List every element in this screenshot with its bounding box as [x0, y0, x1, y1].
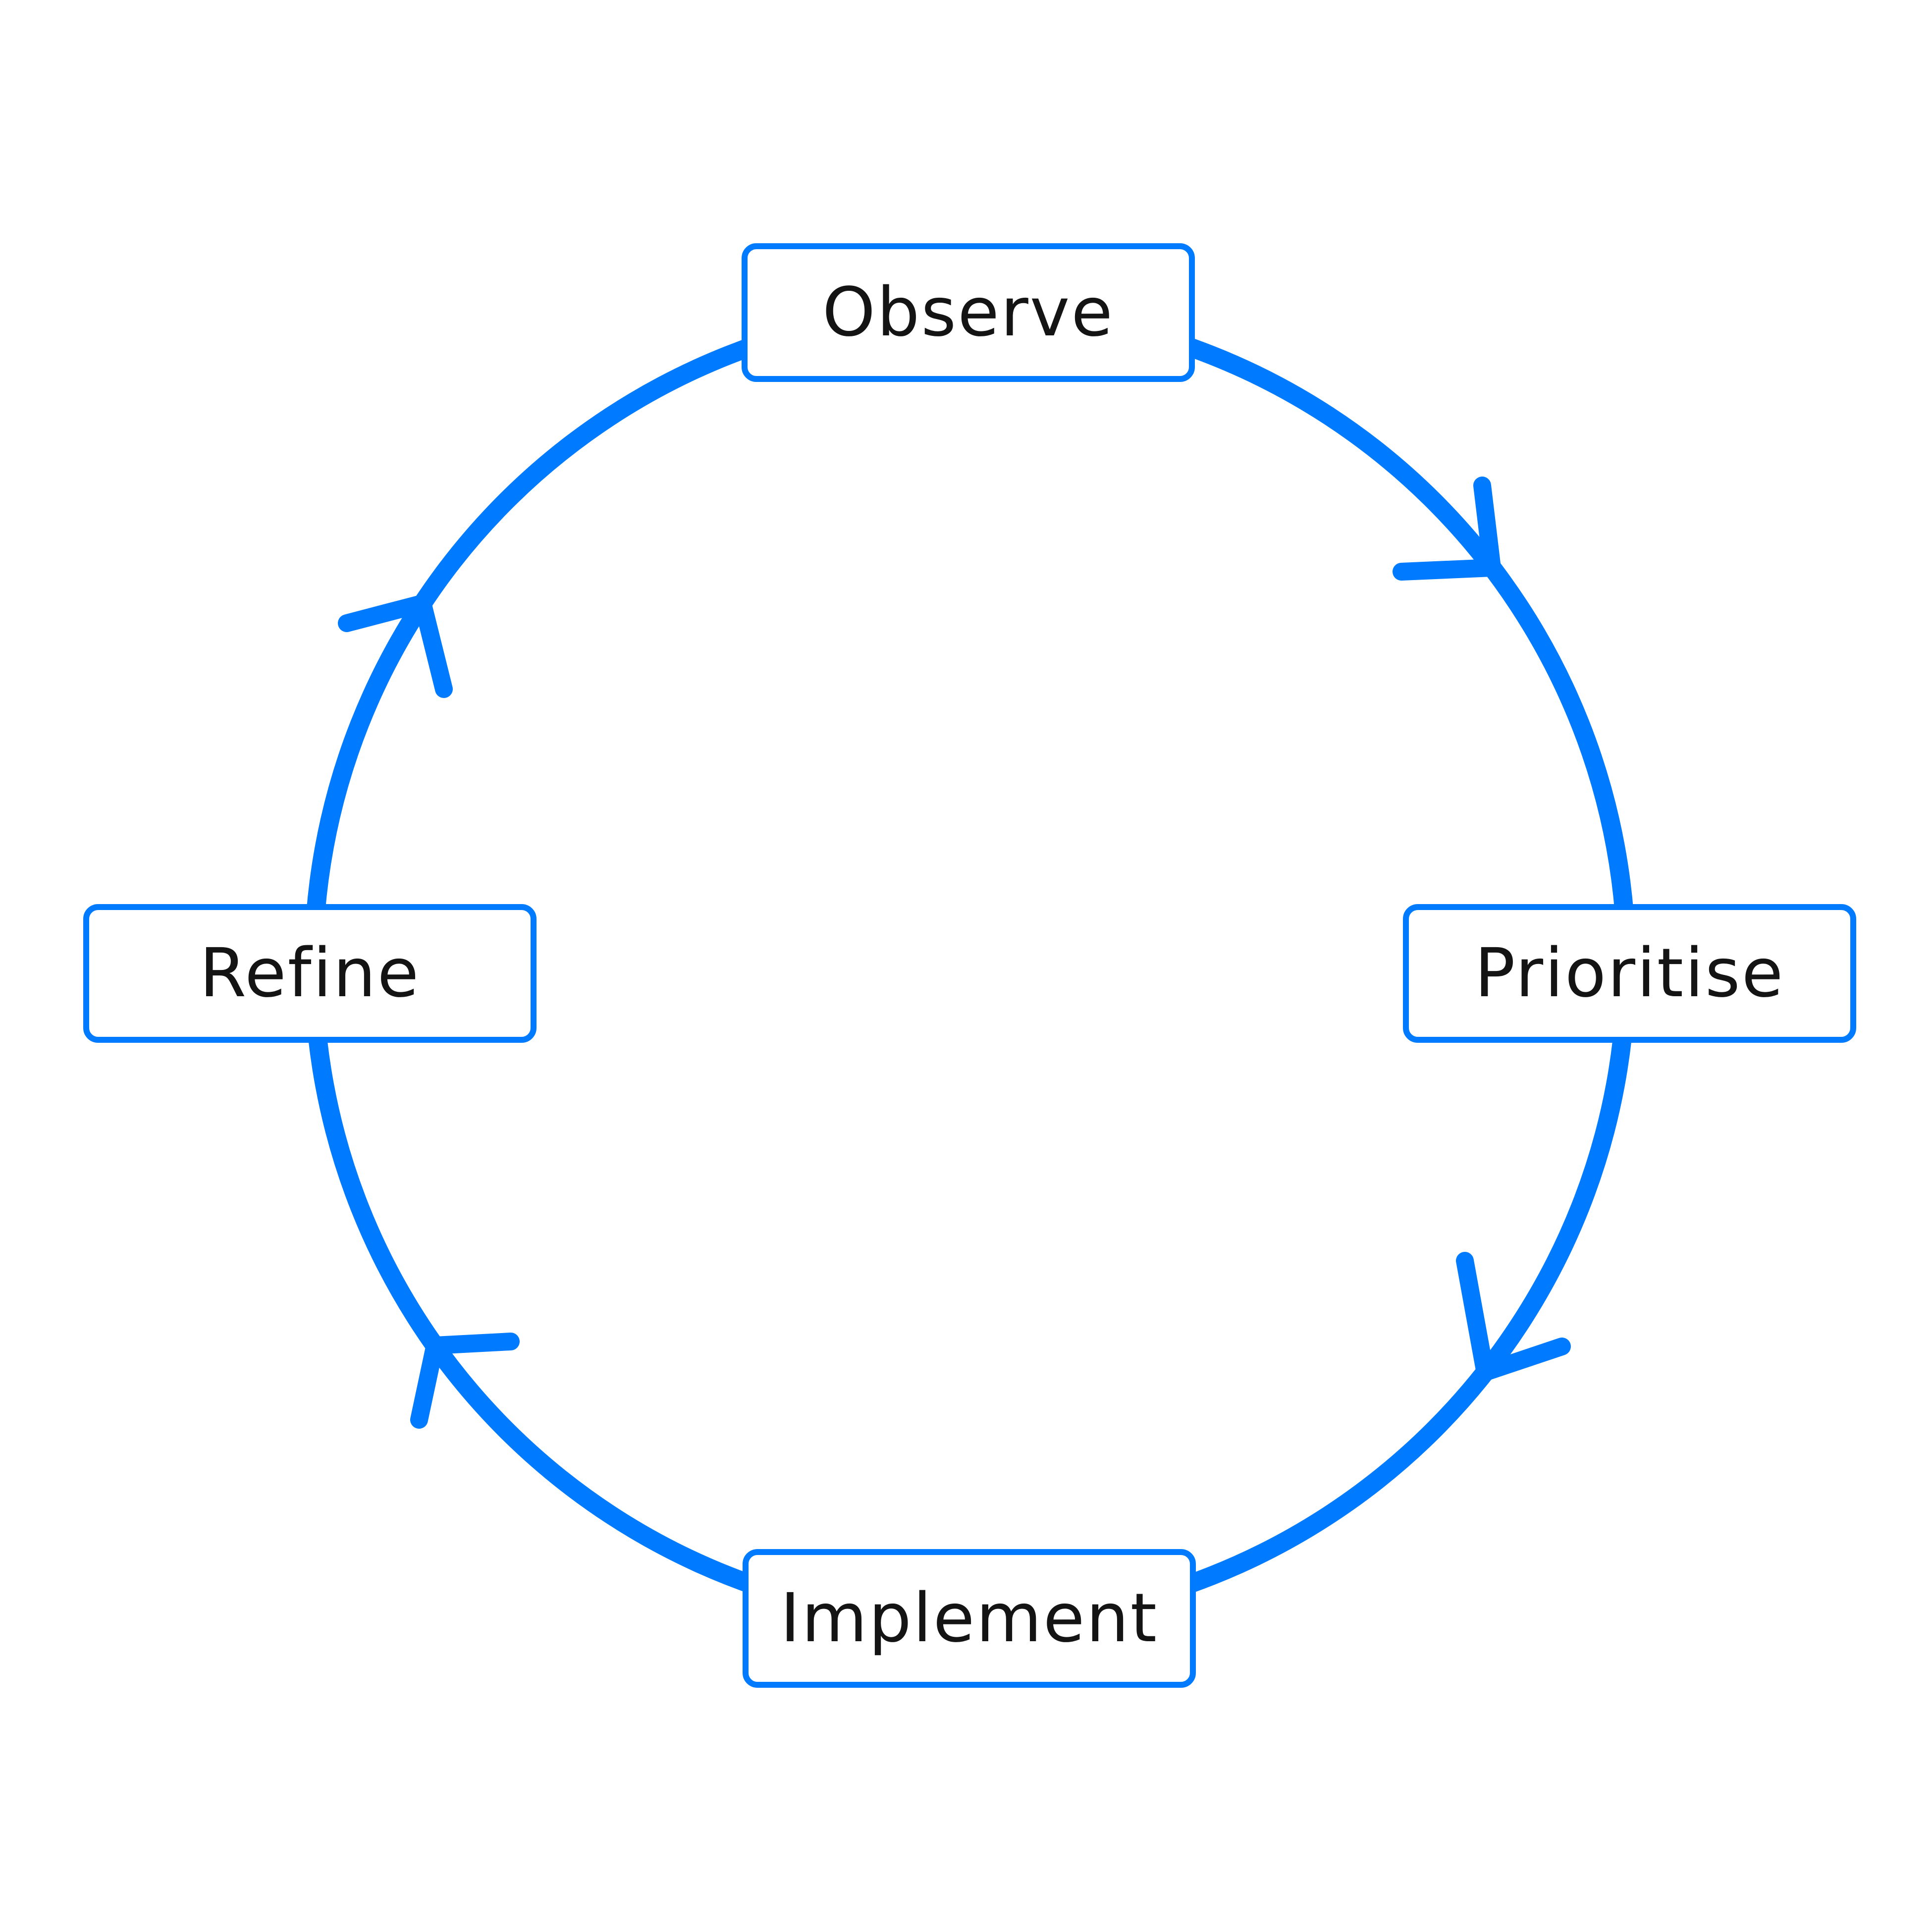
arrowhead-upper-right-icon: [1393, 477, 1501, 581]
node-refine: Refine: [83, 904, 537, 1043]
node-prioritise-label: Prioritise: [1474, 934, 1785, 1013]
node-refine-label: Refine: [199, 934, 421, 1013]
node-observe-label: Observe: [822, 273, 1114, 352]
node-observe: Observe: [742, 243, 1195, 382]
arrowhead-upper-left-icon: [338, 594, 453, 698]
node-prioritise: Prioritise: [1403, 904, 1856, 1043]
arrowhead-lower-left-icon: [410, 1333, 520, 1429]
node-implement: Implement: [743, 1549, 1196, 1688]
arrowhead-lower-right-icon: [1456, 1252, 1571, 1381]
node-implement-label: Implement: [780, 1579, 1159, 1658]
